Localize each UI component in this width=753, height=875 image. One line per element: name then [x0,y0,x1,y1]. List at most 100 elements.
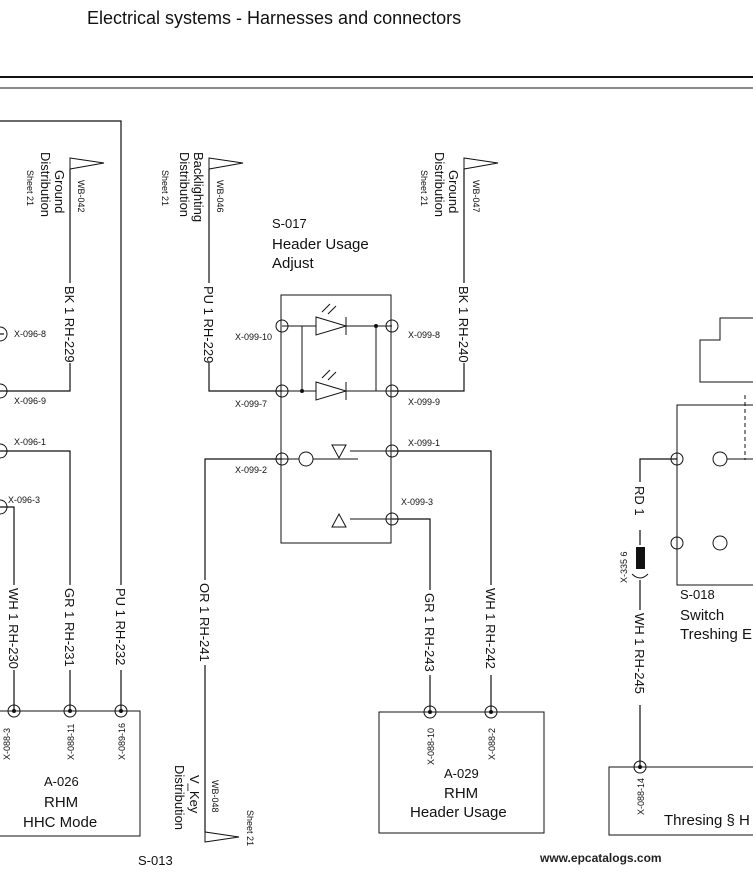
ref-wb042-dest: Ground [52,170,67,213]
pin-x09910 [275,319,289,333]
offsheet-ref-wb048 [204,831,240,843]
wire-rh241 [204,458,282,580]
wire-rh230 [0,506,15,585]
pin-x0961 [0,443,8,459]
pin-label-x0969: X-096-9 [14,396,46,406]
component-a029-id: A-029 [444,766,479,781]
component-a026-line1: RHM [44,794,78,811]
s018-pin-upper [670,452,684,466]
ref-wb046-tag: WB-046 [215,180,225,213]
pin-label-x0991: X-099-1 [408,438,440,448]
left-section [0,120,141,837]
pin-x0997 [275,384,289,398]
wire-label-rh232: PU 1 RH-232 [113,588,128,665]
led-upper [315,316,348,336]
ref-wb047-sheet: Sheet 21 [419,170,429,206]
pin-x0992 [275,452,289,466]
ref-wb047-dest: Ground [446,170,461,213]
component-s013-id: S-013 [138,853,173,868]
ref-wb048-sheet: Sheet 21 [245,810,255,846]
led-junction [300,389,304,393]
pin-label-x09910: X-099-10 [235,332,272,342]
ref-wb042-dest2: Distribution [38,152,53,217]
wire-label-rh243: GR 1 RH-243 [422,593,437,672]
pin-x0883 [7,704,21,718]
wire-label-rd1: RD 1 [632,486,647,516]
offsheet-ref-wb047 [463,157,499,170]
wire-label-rh229a: BK 1 RH-229 [62,286,77,363]
component-s018-box [676,404,753,586]
inline-fuse [636,547,645,569]
pin-label-x0882: X-088-2 [487,728,497,760]
pin-x08810 [423,705,437,719]
component-a026-box [0,710,141,837]
pin-label-x0999: X-099-9 [408,397,440,407]
pin-x08916 [114,704,128,718]
pin-label-x0883: X-088-3 [2,728,12,760]
pin-x08916-dot [119,709,123,713]
led-junction-2 [374,324,378,328]
page-title: Electrical systems - Harnesses and conne… [87,8,462,28]
component-a029-box [378,711,545,834]
pin-label-x08916: X-089-16 [117,723,127,760]
pin-x08811-dot [68,709,72,713]
pin-label-x08811: X-088-11 [66,724,76,760]
switch-contact [298,451,314,467]
led-lower [315,381,348,401]
pin-x0969 [0,383,8,399]
wire-label-rh240: BK 1 RH-240 [456,286,471,363]
pin-label-x0998: X-099-8 [408,330,440,340]
component-a029-line2: Header Usage [410,804,507,821]
component-s017-line1: Header Usage [272,236,369,253]
wire-rh231 [0,450,71,585]
component-s018-line2: Treshing E [680,626,752,643]
ref-wb047-tag: WB-047 [471,180,481,213]
ref-wb048-tag: WB-048 [210,780,220,813]
wire-rh240-lower [392,363,465,392]
component-s017-line2: Adjust [272,255,315,272]
light-arrows-upper [321,303,337,315]
ref-wb048-dest2: Distribution [172,765,187,830]
s018-bracket [699,317,753,383]
switch-down-arrow [331,512,347,528]
s018-contact-upper [712,451,728,467]
ref-wb048-dest: V_Key [187,775,202,814]
wire-label-rh245: WH 1 RH-245 [632,613,647,694]
wire-rh229b-lower [208,363,282,392]
wire-rh243 [392,518,431,590]
component-s017-box [280,294,392,544]
switch-up-arrow [331,444,347,460]
pin-label-x0997: X-099-7 [235,399,267,409]
center-section [204,157,545,843]
pin-label-x08810: X-088-10 [426,728,436,765]
wire-label-rh229b: PU 1 RH-229 [201,286,216,363]
pin-x08814-dot [638,765,642,769]
wire-label-rh241: OR 1 RH-241 [197,583,212,662]
pin-label-x0993: X-099-3 [401,497,433,507]
s018-contact-lower [712,535,728,551]
pin-x0968 [0,326,8,342]
right-section [608,317,753,836]
light-arrows-lower [321,369,337,381]
ref-wb046-dest2: Distribution [177,152,192,217]
wire-rh232 [0,120,122,585]
s018-pin-lower [670,536,684,550]
ref-wb042-sheet: Sheet 21 [25,170,35,206]
component-s017-id: S-017 [272,216,307,231]
wire-label-rh242: WH 1 RH-242 [483,588,498,669]
pin-x08810-dot [428,710,432,714]
pin-x08811 [63,704,77,718]
wire-label-rh230: WH 1 RH-230 [6,588,21,669]
pin-x0998 [385,319,399,333]
offsheet-ref-wb046 [208,157,244,170]
ref-wb042-tag: WB-042 [76,180,86,213]
pin-x0999 [385,384,399,398]
pin-label-x0968: X-096-8 [14,329,46,339]
pin-label-x3356: X-335 6 [619,551,629,583]
pin-label-x0961: X-096-1 [14,437,46,447]
wire-label-rh231: GR 1 RH-231 [62,588,77,667]
pin-x0991 [385,444,399,458]
pin-label-x0992: X-099-2 [235,465,267,475]
wire-rd1 [639,458,677,482]
